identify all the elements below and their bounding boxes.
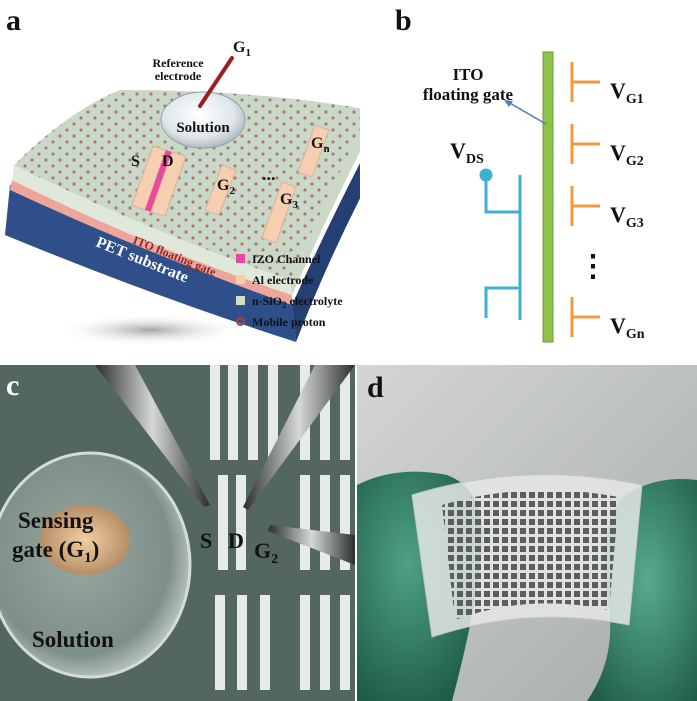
panel-letter-a: a — [6, 4, 21, 37]
panel-d-flexible-device-photo: d — [357, 365, 697, 701]
gates-ellipsis: ... — [262, 164, 276, 184]
drain-label-photo: D — [228, 528, 244, 553]
panel-letter-d: d — [367, 371, 384, 404]
probe-gate — [268, 525, 355, 565]
izo-channel — [145, 150, 172, 212]
g2-label: G2 — [217, 177, 235, 197]
legend-label-electrolyte: n-SiO2 electrolyte — [252, 294, 343, 310]
drain-wire — [484, 175, 522, 214]
probe-source — [95, 365, 210, 507]
source-label-photo: S — [200, 528, 212, 553]
gate-wire-g3 — [570, 186, 600, 226]
vertical-dots: ⋮ — [578, 250, 608, 283]
gate-g3-electrode — [261, 181, 297, 244]
drain-source-wiring — [479, 168, 522, 320]
panel-a-device-schematic: Solution Reference electrode G1 S D G2 G… — [0, 0, 360, 355]
vg1-label: VG1 — [610, 78, 644, 107]
gate-wire-g1 — [570, 62, 600, 102]
reference-electrode-label-line2: electrode — [155, 69, 202, 83]
vg3-label: VG3 — [610, 202, 644, 231]
solution-label-photo: Solution — [32, 627, 114, 652]
electrode-array-pattern — [210, 365, 350, 690]
sensing-gate-label-line2: gate (G1) — [12, 537, 99, 566]
panel-c-device-photo: Sensing gate (G1) Solution S D G2 c — [0, 365, 355, 701]
circuit-diagram-svg: b ITO floating gate VDS VG1 VG2 VG3 ⋮ VG… — [395, 4, 645, 343]
g2-label-photo: G2 — [254, 538, 278, 567]
device-shadow — [55, 314, 245, 346]
ito-floating-gate-layer — [10, 180, 292, 305]
legend-label-al: Al electrode — [252, 273, 314, 287]
ito-pointer-arrowhead — [504, 100, 513, 107]
transistor-array — [442, 490, 619, 620]
source-wire — [484, 286, 522, 320]
flexible-photo-svg: d — [357, 365, 697, 701]
vgn-label: VGn — [610, 313, 645, 342]
ito-label-line1: ITO — [453, 65, 484, 84]
electrolyte-right-edge — [290, 130, 360, 295]
legend-label-proton: Mobile proton — [252, 315, 326, 329]
ito-floating-gate-bar — [542, 51, 554, 343]
panel-letter-b: b — [395, 4, 412, 37]
panel-b-circuit-diagram: b ITO floating gate VDS VG1 VG2 VG3 ⋮ VG… — [360, 0, 697, 355]
gate-wire-gn — [570, 297, 600, 337]
gn-label: Gn — [311, 135, 330, 155]
legend-label-izo: IZO Channel — [252, 252, 321, 266]
ito-label-line2: floating gate — [423, 85, 514, 104]
vds-terminal — [479, 168, 493, 182]
sensing-gate-label-line1: Sensing — [18, 508, 94, 533]
device-schematic-svg: Solution Reference electrode G1 S D G2 G… — [5, 4, 360, 346]
sensing-gate-electrode-photo — [40, 505, 130, 575]
probe-drain — [243, 365, 355, 510]
vg2-label: VG2 — [610, 140, 644, 169]
legend-swatch-al — [236, 275, 245, 284]
legend-swatch-izo — [236, 254, 245, 263]
pet-substrate-layer — [5, 185, 296, 342]
legend-swatch-electrolyte — [236, 296, 245, 305]
gate-gn-electrode — [297, 124, 330, 178]
g1-label: G1 — [233, 39, 251, 59]
panel-letter-c: c — [6, 369, 19, 402]
device-photo-svg: Sensing gate (G1) Solution S D G2 c — [0, 365, 355, 690]
reference-electrode-label-line1: Reference — [152, 56, 204, 70]
source-label: S — [131, 153, 140, 170]
drain-label: D — [162, 153, 174, 170]
drain-electrode — [150, 151, 187, 217]
legend: IZO Channel Al electrode n-SiO2 electrol… — [236, 252, 343, 329]
vds-label: VDS — [450, 138, 484, 167]
g3-label: G3 — [280, 191, 298, 211]
legend-swatch-proton — [236, 317, 245, 326]
solution-droplet — [160, 91, 246, 149]
gate-g2-electrode — [204, 164, 237, 216]
electrolyte-side-layer — [12, 165, 292, 295]
pet-right-edge — [292, 163, 360, 342]
gate-wire-g2 — [570, 124, 600, 164]
ito-pointer-arrow — [507, 101, 547, 125]
solution-label: Solution — [176, 120, 230, 136]
reference-electrode-rod — [198, 56, 234, 108]
gate-wiring — [570, 62, 600, 337]
